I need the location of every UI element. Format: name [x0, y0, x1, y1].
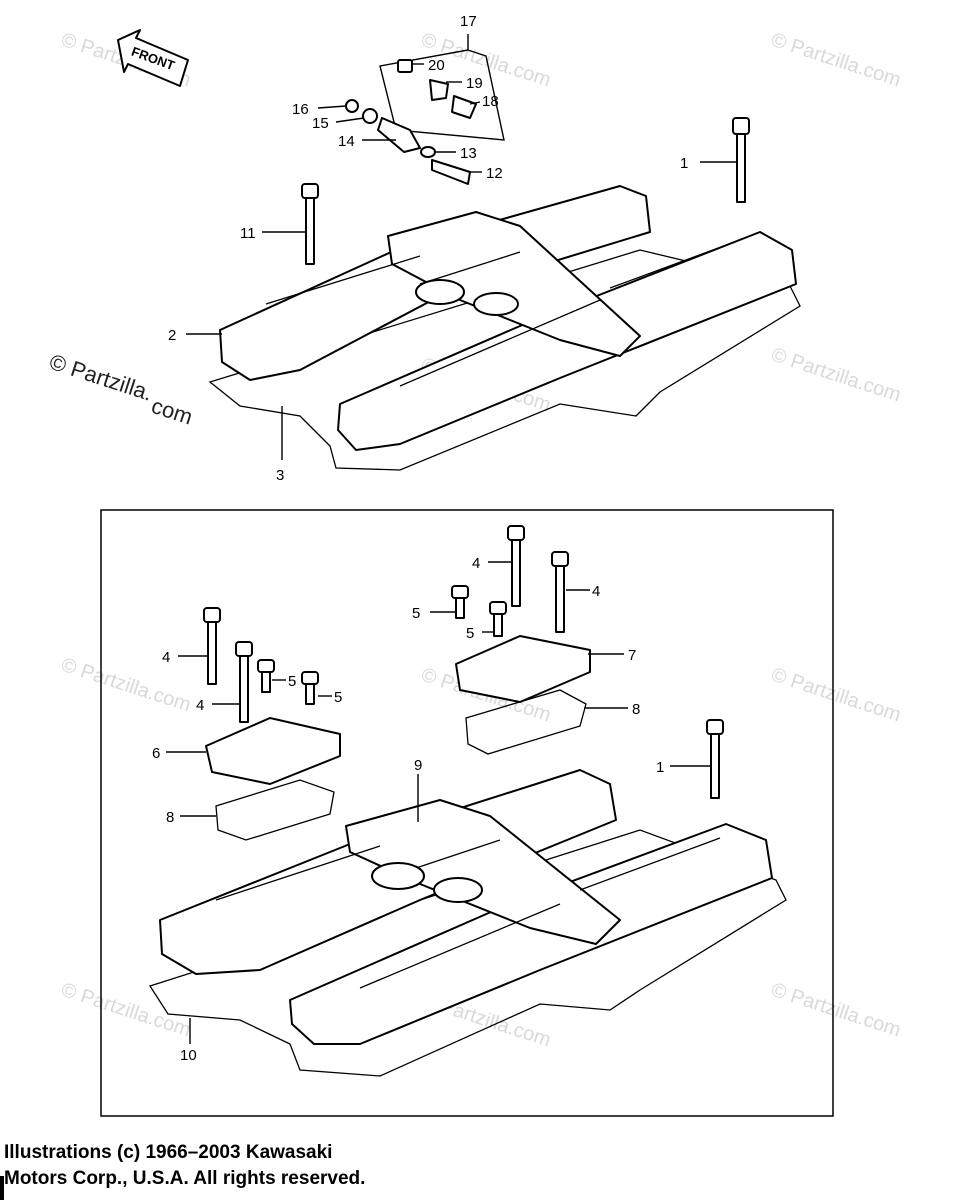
callout-17: 17	[460, 13, 477, 30]
callout-15: 15	[312, 115, 329, 132]
lower-assembly	[148, 525, 787, 1077]
callout-layer: 1 2 3 11 12 13 14 15 16 17 18 19 20 4 4 …	[152, 13, 688, 1064]
callout-10: 10	[180, 1047, 197, 1064]
head-cover-2-icon	[219, 185, 797, 451]
bolt-5-icon	[301, 671, 319, 705]
copyright-caption-line1: Illustrations (c) 1966–2003 Kawasaki	[4, 1142, 333, 1163]
bolt-1-top-icon	[732, 117, 750, 203]
watermark-text: © Partzilla.com	[768, 344, 903, 407]
bolt-4-icon	[507, 525, 525, 607]
cover-7-icon	[455, 635, 591, 703]
washer-15-icon	[362, 108, 378, 124]
bracket-18-icon	[451, 95, 477, 119]
head-cover-9-icon	[159, 769, 773, 1045]
watermark-text: © Partzilla.com	[768, 29, 903, 92]
cover-6-icon	[205, 717, 341, 785]
watermark-text: © Partzilla.com	[58, 654, 193, 717]
gasket-8-icon	[215, 779, 335, 841]
watermark-text: © Partzilla.com	[768, 979, 903, 1042]
bolt-5-icon	[489, 601, 507, 637]
oring-13-icon	[420, 146, 436, 158]
edge-mark	[0, 1176, 4, 1200]
callout-18: 18	[482, 93, 499, 110]
callout-6: 6	[152, 745, 160, 762]
watermark-main-line2: com	[148, 393, 195, 430]
lower-assembly-frame	[100, 509, 834, 1117]
bolt-5-icon	[451, 585, 469, 619]
callout-5: 5	[412, 605, 420, 622]
bolt-4-icon	[203, 607, 221, 685]
callout-8: 8	[632, 701, 640, 718]
clamp-19-icon	[429, 79, 449, 101]
watermark-main-line1: © Partzilla.	[46, 349, 155, 406]
gasket-8-icon	[465, 689, 587, 755]
callout-1: 1	[680, 155, 688, 172]
callout-13: 13	[460, 145, 477, 162]
callout-19: 19	[466, 75, 483, 92]
callout-8: 8	[166, 809, 174, 826]
gasket-10-icon	[148, 829, 787, 1077]
callout-14: 14	[338, 133, 355, 150]
callout-7: 7	[628, 647, 636, 664]
bolt-20-icon	[397, 59, 413, 73]
top-assembly	[208, 34, 801, 471]
callout-5: 5	[334, 689, 342, 706]
bolt-11-icon	[301, 183, 319, 265]
callout-4: 4	[162, 649, 170, 666]
bolt-1-lower-icon	[706, 719, 724, 799]
callout-5: 5	[288, 673, 296, 690]
callout-3: 3	[276, 467, 284, 484]
callout-2: 2	[168, 327, 176, 344]
callout-5: 5	[466, 625, 474, 642]
nut-16-icon	[345, 99, 359, 113]
bolt-4-icon	[551, 551, 569, 633]
watermark-text: © Partzilla.com	[58, 979, 193, 1042]
callout-12: 12	[486, 165, 503, 182]
callout-11: 11	[240, 225, 256, 242]
callout-16: 16	[292, 101, 309, 118]
leader-lines	[166, 63, 738, 1044]
callout-1: 1	[656, 759, 664, 776]
bolt-4-icon	[235, 641, 253, 723]
bolt-5-icon	[257, 659, 275, 693]
callout-4: 4	[592, 583, 600, 600]
fitting-14-icon	[377, 117, 421, 153]
callout-4: 4	[472, 555, 480, 572]
plug-12-icon	[431, 159, 471, 185]
watermark-text: © Partzilla.com	[768, 664, 903, 727]
callout-20: 20	[428, 57, 445, 74]
copyright-caption-line2: Motors Corp., U.S.A. All rights reserved…	[4, 1168, 366, 1189]
callout-9: 9	[414, 757, 422, 774]
callout-4: 4	[196, 697, 204, 714]
